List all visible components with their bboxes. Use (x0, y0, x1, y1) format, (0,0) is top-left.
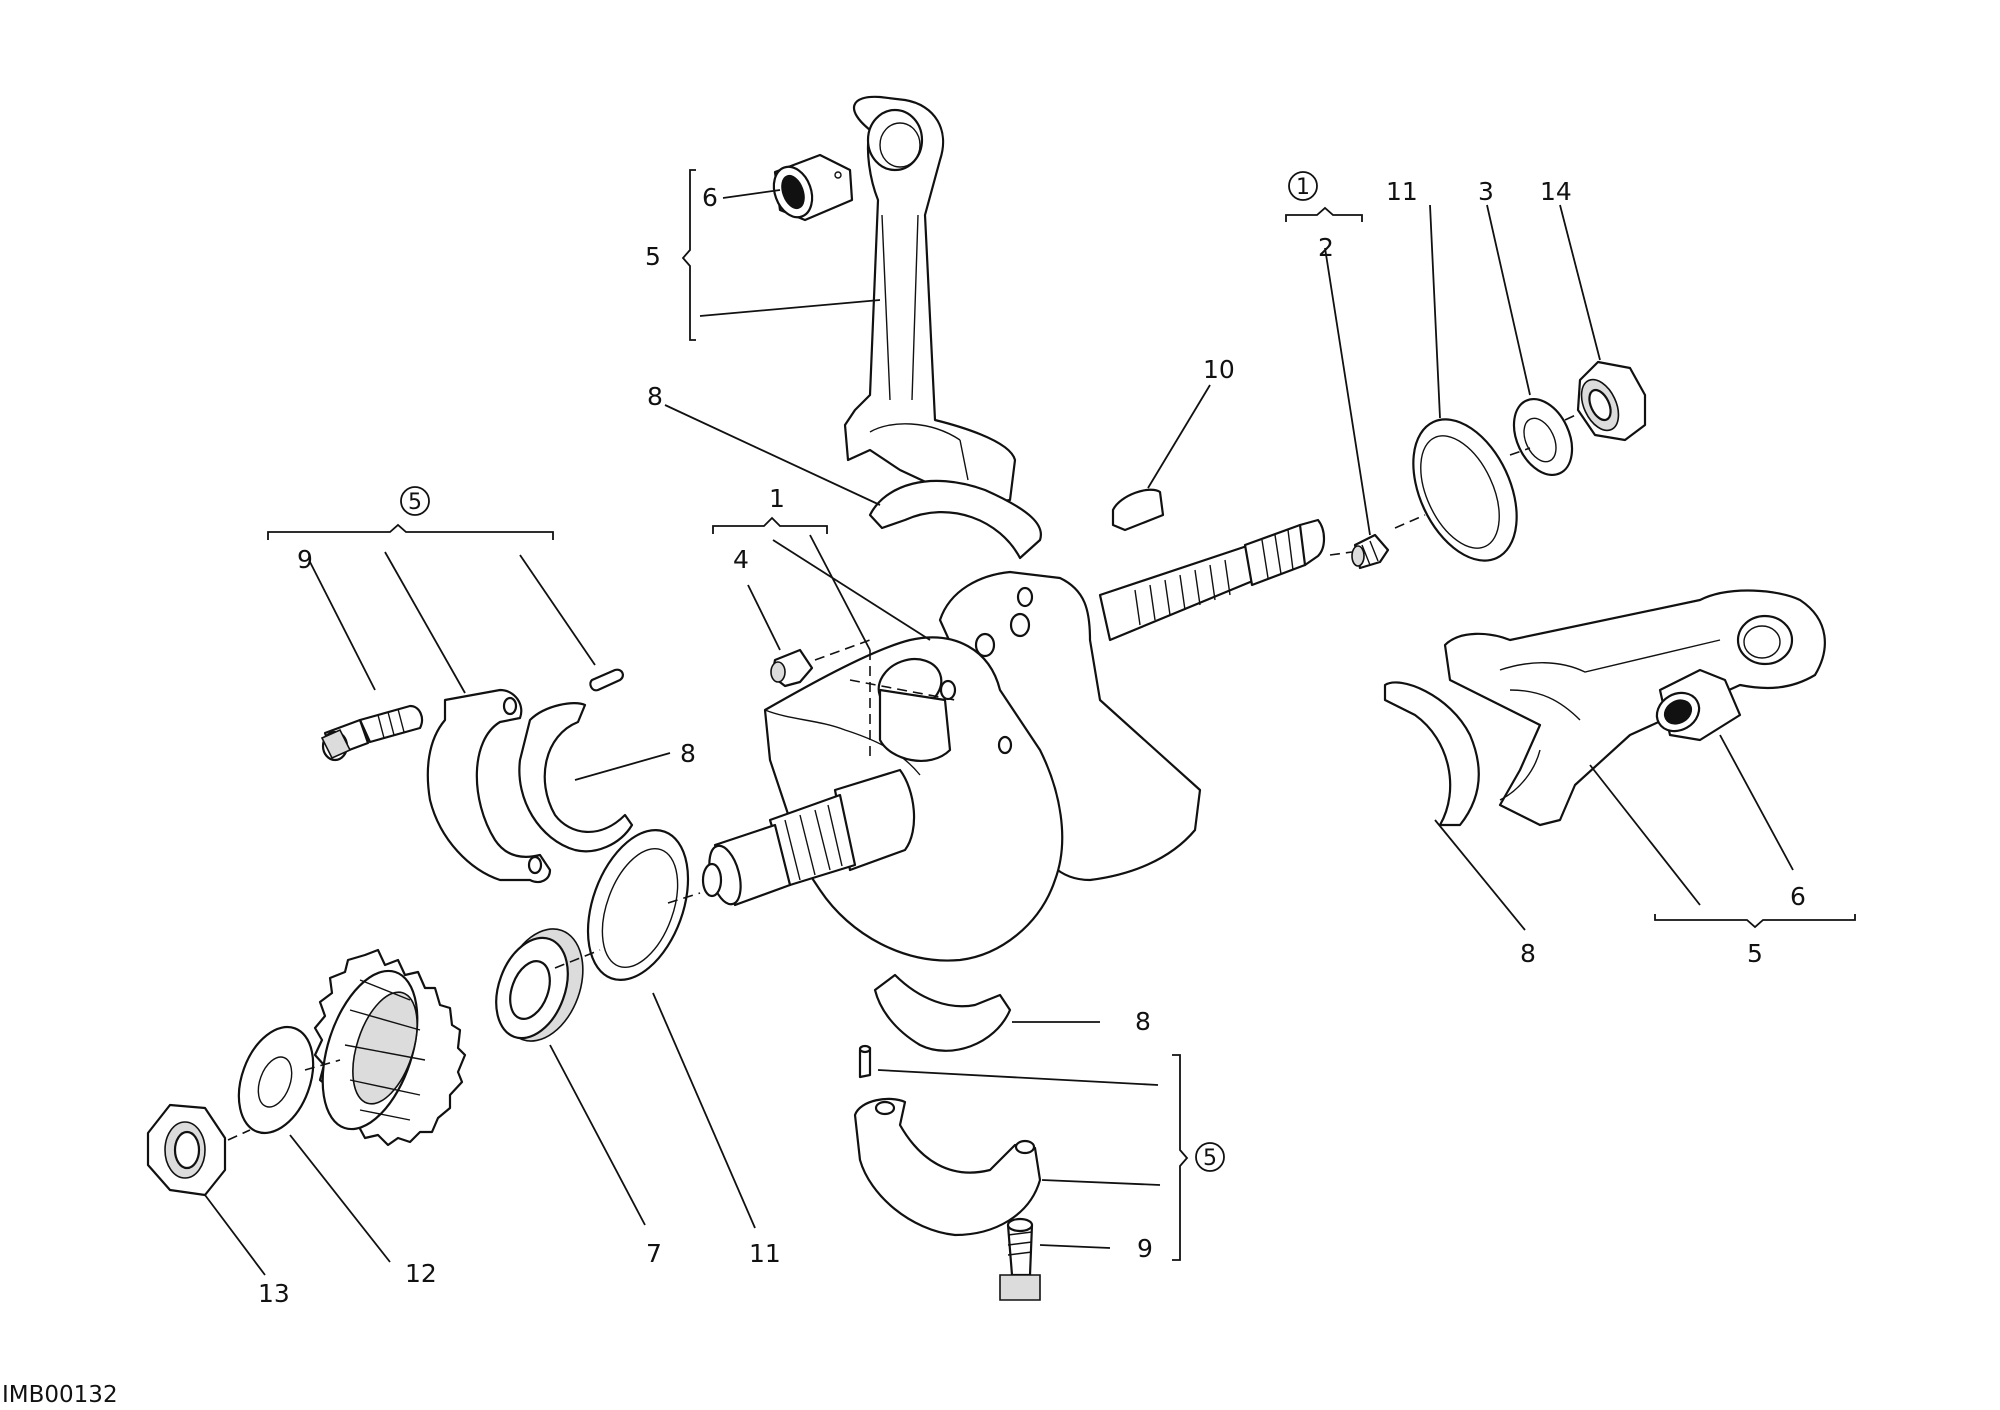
label-nut-right: 14 (1540, 177, 1572, 206)
washer-right (1486, 204, 1574, 476)
label-bearing-cap-left: 8 (680, 739, 696, 768)
bearing-shell-top (868, 479, 1042, 560)
leaders-crankshaft (772, 534, 931, 651)
nut-left (146, 1103, 266, 1276)
drawing-code: IMB00132 (2, 1382, 118, 1408)
circled-labels: 1 5 5 (400, 171, 1318, 1172)
circle-cap-left-note (400, 486, 430, 516)
shim-left (586, 829, 756, 1229)
label-bearing-top: 8 (647, 382, 663, 411)
label-bearing-bottom: 8 (1135, 1007, 1151, 1036)
plug-left (747, 584, 871, 688)
label-washer-right: 3 (1478, 177, 1494, 206)
dowel-left (589, 668, 624, 692)
label-plug-right: 2 (1318, 233, 1334, 262)
label-conrod-right-bearing: 8 (1520, 939, 1536, 968)
nut-right (1559, 204, 1647, 442)
plug-right (1324, 247, 1390, 570)
screw-left (320, 704, 424, 762)
bearing-shell-left (518, 702, 671, 853)
labels: 1 2 3 4 5 6 8 9 10 11 14 8 8 6 5 8 9 7 1… (258, 177, 1806, 1308)
crankshaft (701, 518, 1326, 962)
bearing-cap-left (426, 688, 552, 884)
bushing-right (1655, 668, 1742, 742)
label-conrod-right: 5 (1747, 939, 1763, 968)
label-screw-bottom: 9 (1137, 1234, 1153, 1263)
circled-cap-left-note: 5 (408, 490, 422, 515)
brace-plug-right (1285, 206, 1363, 222)
brace-cap-bottom (1172, 1054, 1189, 1261)
brace-cap-left (267, 523, 596, 694)
dowel-bottom (858, 1044, 1159, 1086)
bearing-shell-bottom (873, 973, 1100, 1052)
label-shim-left: 11 (749, 1239, 781, 1268)
bearing-cap-bottom (853, 1097, 1161, 1237)
washer-left (237, 1025, 391, 1263)
label-seal: 7 (646, 1239, 662, 1268)
circle-cap-bottom-note (1195, 1142, 1225, 1172)
bushing-top (772, 153, 854, 222)
label-conrod-top: 5 (645, 242, 661, 271)
woodruff-key (1111, 384, 1211, 532)
shim-right (1394, 204, 1518, 562)
leaders-conrod-right (1434, 734, 1856, 931)
label-bushing-top: 6 (702, 183, 718, 212)
label-nut-left: 13 (258, 1279, 290, 1308)
label-shim-right: 11 (1386, 177, 1418, 206)
bearing-shell-right (1383, 681, 1480, 827)
label-bushing-right: 6 (1790, 882, 1806, 911)
label-washer-left: 12 (405, 1259, 437, 1288)
screw-bottom (999, 1217, 1111, 1301)
connecting-rod-right (1443, 589, 1826, 827)
oil-seal (495, 928, 646, 1226)
label-crankshaft: 1 (769, 484, 785, 513)
circled-plug-right-note: 1 (1296, 175, 1310, 200)
label-screw-left: 9 (297, 545, 313, 574)
brace-conrod-top (664, 169, 881, 506)
connecting-rod-top (843, 95, 1017, 507)
gear (313, 948, 467, 1147)
label-plug-left: 4 (733, 545, 749, 574)
label-key: 10 (1203, 355, 1235, 384)
circle-plug-right-note (1288, 171, 1318, 201)
circled-cap-bottom-note: 5 (1203, 1146, 1217, 1171)
brace-crankshaft (712, 516, 828, 534)
